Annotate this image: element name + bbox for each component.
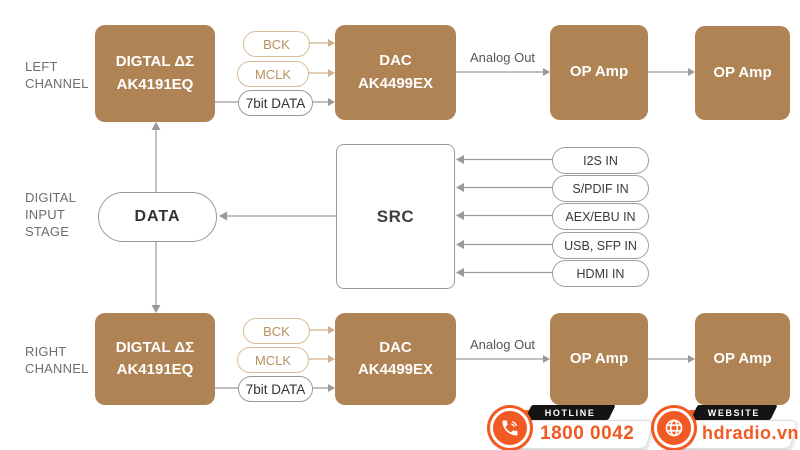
- analog-out-label-right: Analog Out: [470, 337, 536, 352]
- block-dac-left: DAC AK4499EX: [335, 25, 456, 120]
- block-opamp1-left: OP Amp: [550, 25, 648, 120]
- block-opamp1-right: OP Amp: [550, 313, 648, 405]
- hotline-badge[interactable]: HOTLINE 1800 0042: [488, 404, 654, 449]
- pill-7bit-data-left: 7bit DATA: [238, 90, 313, 116]
- hotline-banner: HOTLINE: [524, 405, 616, 420]
- block-dac-right: DAC AK4499EX: [335, 313, 456, 405]
- block-modulator-left: DIGTAL ΔΣ AK4191EQ: [95, 25, 215, 122]
- input-pill-spdif: S/PDIF IN: [552, 175, 649, 202]
- pill-bck-left: BCK: [243, 31, 310, 57]
- block-opamp2-right: OP Amp: [695, 313, 790, 405]
- pill-bck-right: BCK: [243, 318, 310, 344]
- phone-icon: [490, 408, 530, 448]
- src-block: SRC: [336, 144, 455, 289]
- data-node: DATA: [98, 192, 217, 242]
- website-tag: WEBSITE: [707, 407, 761, 418]
- website-url: hdradio.vn: [702, 423, 800, 443]
- input-pill-usb-sfp: USB, SFP IN: [552, 232, 649, 259]
- analog-out-label-left: Analog Out: [470, 50, 536, 65]
- globe-icon: [654, 408, 694, 448]
- input-pill-i2s: I2S IN: [552, 147, 649, 174]
- input-pill-aes-ebu: AEX/EBU IN: [552, 203, 649, 230]
- hotline-number: 1800 0042: [540, 422, 635, 444]
- pill-mclk-left: MCLK: [237, 61, 309, 87]
- hotline-tag: HOTLINE: [544, 407, 596, 418]
- block-modulator-right: DIGTAL ΔΣ AK4191EQ: [95, 313, 215, 405]
- left-channel-label: LEFT CHANNEL: [25, 59, 89, 91]
- pill-mclk-right: MCLK: [237, 347, 309, 373]
- right-channel-label: RIGHT CHANNEL: [25, 344, 89, 376]
- pill-7bit-data-right: 7bit DATA: [238, 376, 313, 402]
- digital-input-stage-label: DIGITAL INPUT STAGE: [25, 190, 77, 239]
- block-opamp2-left: OP Amp: [695, 26, 790, 120]
- website-badge[interactable]: WEBSITE hdradio.vn: [652, 404, 800, 449]
- website-banner: WEBSITE: [690, 405, 778, 420]
- input-pill-hdmi: HDMI IN: [552, 260, 649, 287]
